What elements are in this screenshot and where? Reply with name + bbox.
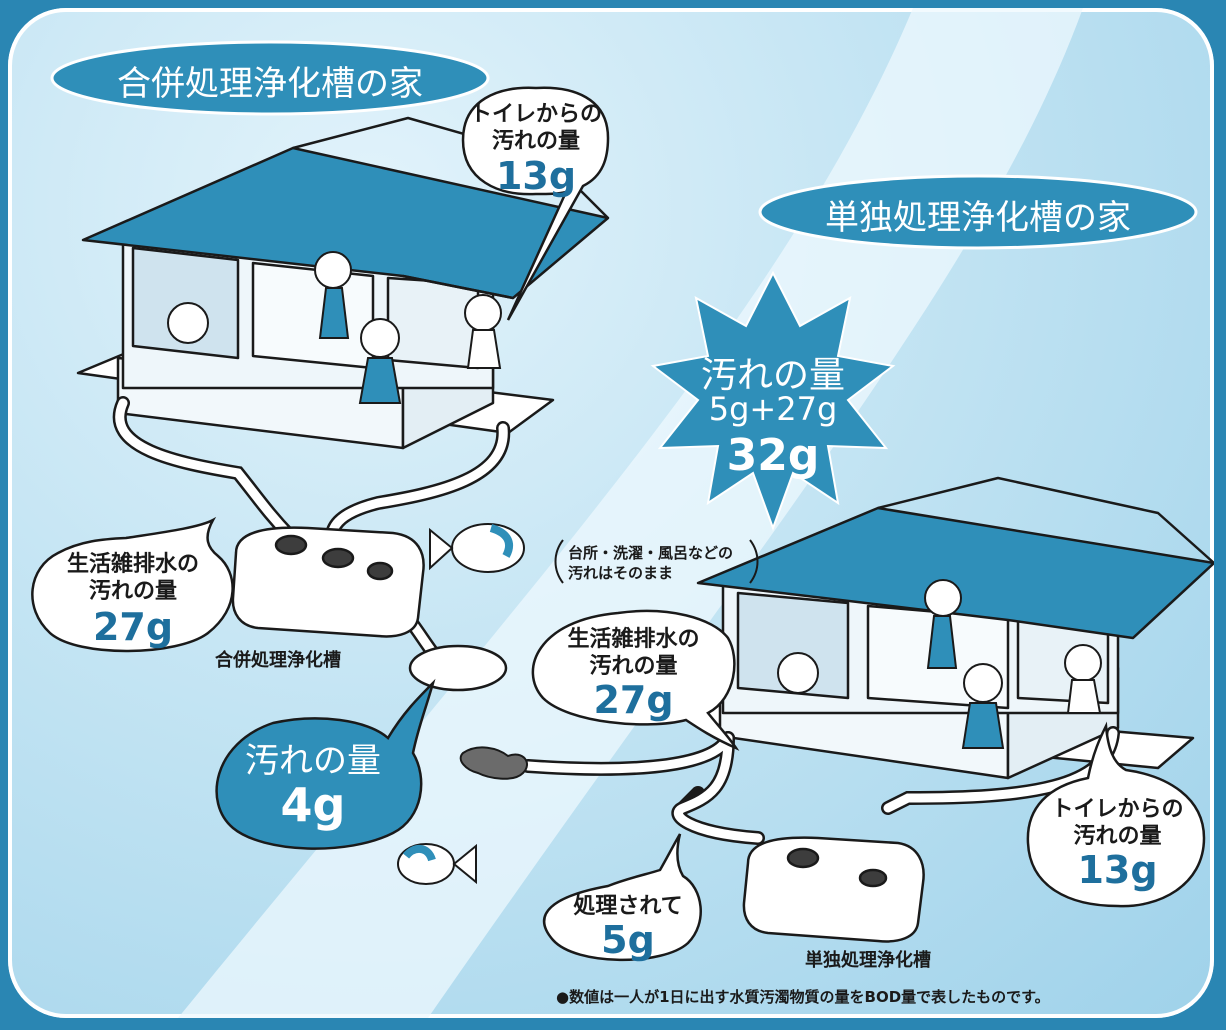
single-toilet-label-2: 汚れの量 bbox=[1073, 824, 1162, 849]
title-right-pill bbox=[758, 174, 1198, 250]
single-gray-bubble bbox=[531, 609, 740, 751]
combined-residents bbox=[167, 251, 502, 404]
single-tank-label: 単独処理浄化槽 bbox=[805, 950, 931, 971]
combined-result-bubble bbox=[215, 678, 436, 850]
diagram-artwork bbox=[31, 8, 1214, 1018]
single-burst-label: 汚れの量 bbox=[700, 355, 845, 396]
title-single-house: 単独処理浄化槽の家 bbox=[825, 198, 1131, 238]
single-burst-value: 32g bbox=[726, 430, 820, 481]
single-tank bbox=[742, 836, 925, 943]
combined-toilet-bubble bbox=[461, 86, 610, 321]
single-gray-value: 27g bbox=[593, 678, 674, 722]
single-burst-formula: 5g+27g bbox=[708, 390, 838, 428]
single-toilet-bubble bbox=[1026, 721, 1206, 908]
combined-result-value: 4g bbox=[280, 778, 346, 832]
combined-toilet-label-2: 汚れの量 bbox=[491, 129, 580, 154]
combined-house bbox=[76, 116, 610, 450]
single-gray-label-1: 生活雑排水の bbox=[567, 627, 700, 652]
combined-gray-bubble bbox=[31, 516, 234, 653]
combined-result-label: 汚れの量 bbox=[245, 741, 381, 781]
title-combined-house: 合併処理浄化槽の家 bbox=[117, 64, 423, 104]
single-treated-label: 処理されて bbox=[573, 894, 683, 919]
note-brackets bbox=[554, 539, 759, 584]
single-toilet-value: 13g bbox=[1077, 848, 1158, 892]
combined-gray-label-1: 生活雑排水の bbox=[66, 552, 199, 577]
single-toilet-label-1: トイレからの bbox=[1051, 797, 1184, 822]
single-treated-bubble bbox=[542, 833, 702, 962]
outflow-splash bbox=[459, 746, 528, 780]
combined-tank-label: 合併処理浄化槽 bbox=[215, 650, 341, 671]
diagram-frame: 合併処理浄化槽の家 単独処理浄化槽の家 トイレからの 汚れの量 13g 生活雑排… bbox=[8, 8, 1214, 1018]
footnote: ●数値は一人が1日に出す水質汚濁物質の量をBOD量で表したものです。 bbox=[556, 988, 1050, 1006]
fish-icon bbox=[397, 523, 525, 885]
single-burst bbox=[650, 270, 896, 531]
single-house bbox=[696, 476, 1214, 780]
combined-gray-value: 27g bbox=[92, 605, 174, 649]
single-gray-label-2: 汚れの量 bbox=[589, 654, 678, 679]
single-note-line-2: 汚れはそのまま bbox=[568, 564, 674, 582]
single-treated-value: 5g bbox=[601, 918, 655, 962]
single-residents bbox=[777, 579, 1102, 749]
combined-toilet-label-1: トイレからの bbox=[469, 102, 602, 127]
combined-tank bbox=[231, 526, 508, 692]
combined-gray-label-2: 汚れの量 bbox=[88, 579, 177, 604]
combined-toilet-value: 13g bbox=[495, 154, 577, 198]
single-note-line-1: 台所・洗濯・風呂などの bbox=[568, 544, 734, 562]
title-left-pill bbox=[50, 40, 490, 116]
